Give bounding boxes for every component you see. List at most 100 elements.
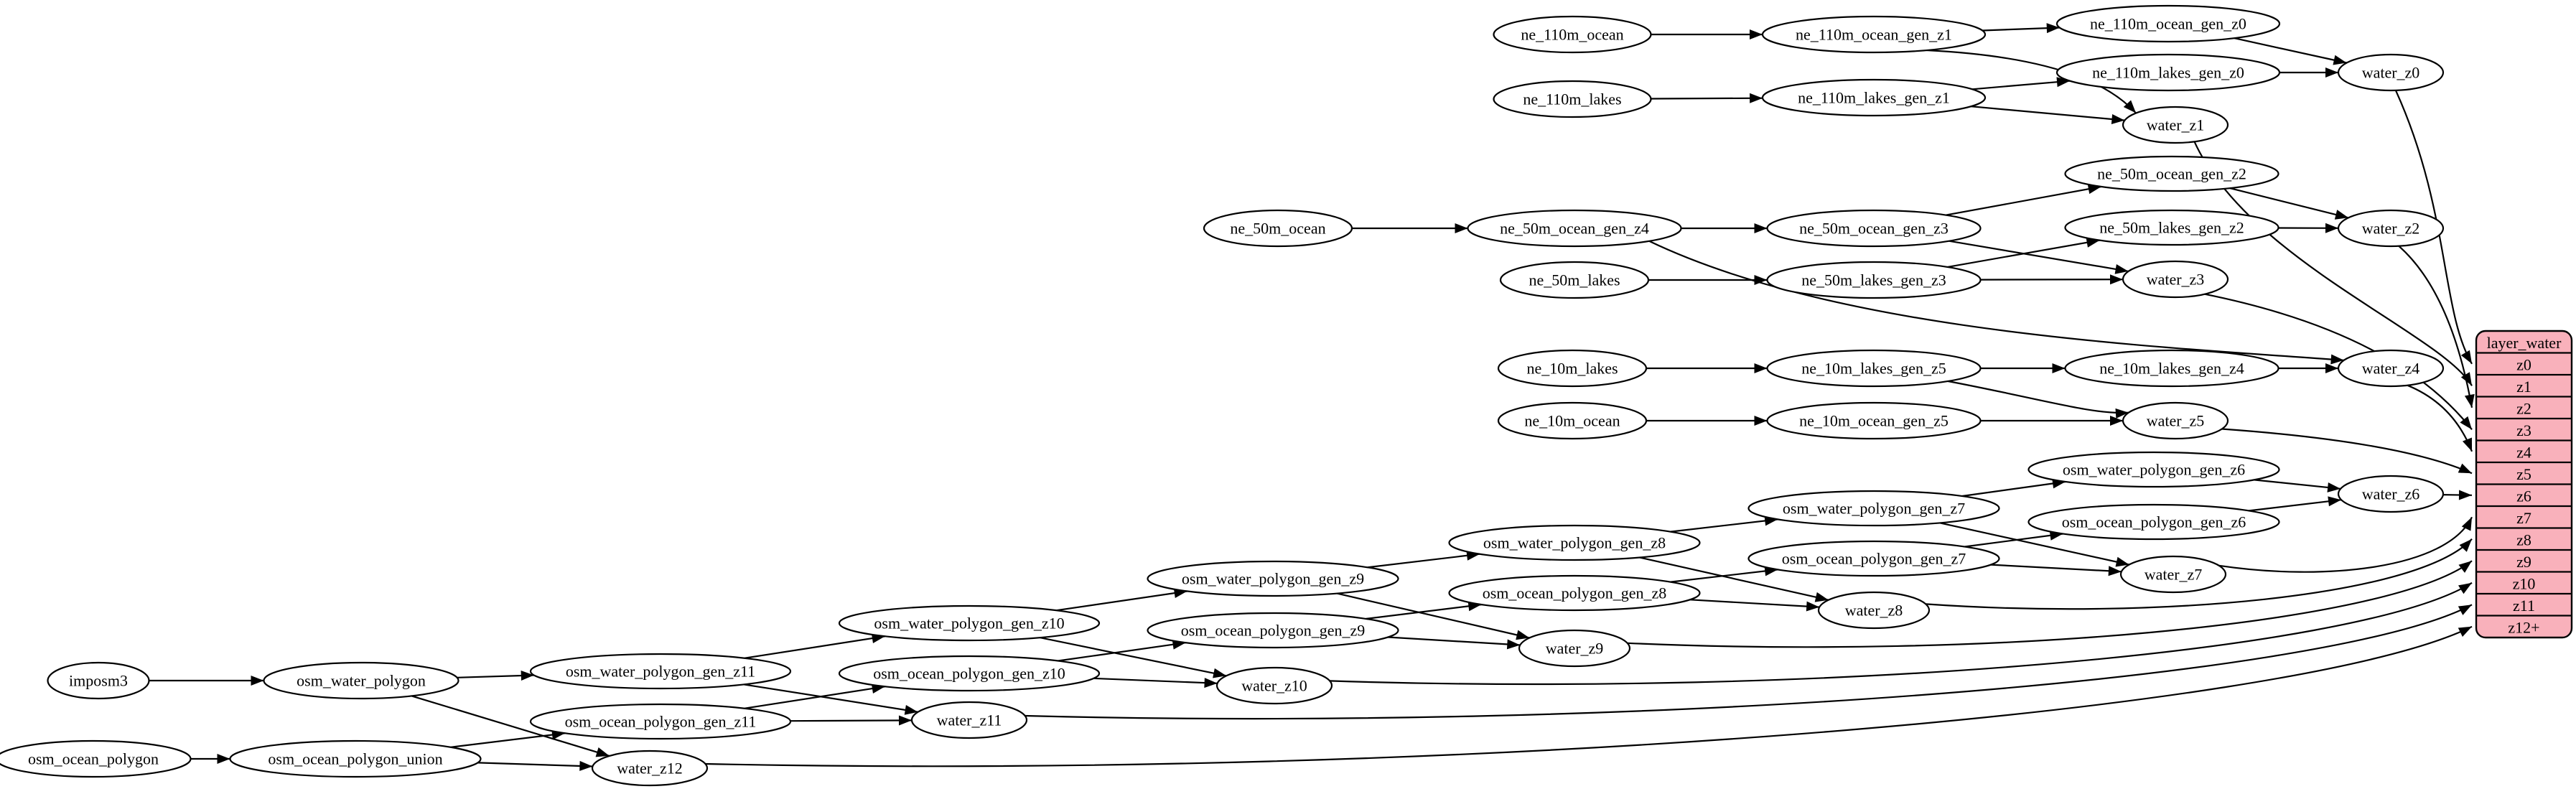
ne_10m_lakes_gen_z4-ellipse (2064, 349, 2279, 388)
node-ne_110m_lakes: ne_110m_lakes (1493, 80, 1652, 118)
ne_110m_ocean_gen_z1-label: ne_110m_ocean_gen_z1 (1796, 26, 1952, 44)
osm_water_polygon_gen_z7-ellipse (1747, 490, 2000, 527)
osm_ocean_polygon_union-ellipse (229, 739, 482, 778)
edge-osm_water_polygon-to-osm_water_polygon_gen_z11 (457, 671, 534, 681)
edge-ne_50m_lakes_gen_z3-to-ne_50m_lakes_gen_z2 (1947, 237, 2100, 268)
edge-osm_water_polygon_gen_z9-to-water_z9 (1337, 592, 1530, 640)
osm_water_polygon_gen_z9-ellipse (1147, 560, 1399, 597)
water_z12-label: water_z12 (617, 760, 683, 778)
ne_50m_lakes_gen_z2-ellipse (2064, 209, 2279, 246)
ne_50m_lakes-ellipse (1499, 261, 1650, 299)
layer-water-header: layer_water (2487, 334, 2562, 352)
water_z6-ellipse (2337, 475, 2445, 513)
node-osm_water_polygon_gen_z6: osm_water_polygon_gen_z6 (2027, 451, 2280, 488)
edge-layer (149, 23, 2475, 771)
layer-water-row-z10: z10 (2513, 574, 2536, 592)
edge-osm_ocean_polygon_gen_z11-to-water_z11 (790, 715, 913, 726)
node-ne_110m_ocean_gen_z0: ne_110m_ocean_gen_z0 (2055, 4, 2281, 43)
water_z9-ellipse (1518, 629, 1631, 668)
edge-osm_water_polygon_gen_z7-to-water_z7 (1940, 522, 2129, 567)
layer-water-row-z5: z5 (2516, 465, 2531, 483)
node-ne_50m_ocean_gen_z3: ne_50m_ocean_gen_z3 (1766, 209, 1982, 248)
node-water_z6: water_z6 (2337, 475, 2445, 513)
node-osm_water_polygon_gen_z10: osm_water_polygon_gen_z10 (838, 604, 1101, 642)
imposm3-label: imposm3 (69, 672, 128, 690)
layer-water-row-z4: z4 (2516, 443, 2531, 461)
node-osm_ocean_polygon_union: osm_ocean_polygon_union (229, 739, 482, 778)
node-water_z2: water_z2 (2337, 209, 2445, 248)
edge-osm_water_polygon_gen_z9-to-osm_water_polygon_gen_z8 (1367, 550, 1480, 569)
edge-osm_water_polygon_gen_z8-to-water_z8 (1639, 556, 1829, 602)
ne_110m_ocean_gen_z0-ellipse (2055, 4, 2281, 43)
edge-water_z8-to-row-z8 (1926, 538, 2473, 610)
ne_50m_ocean_gen_z2-ellipse (2064, 155, 2279, 192)
water_z1-label: water_z1 (2147, 116, 2205, 134)
ne_110m_lakes_gen_z1-label: ne_110m_lakes_gen_z1 (1798, 89, 1950, 107)
osm_ocean_polygon_gen_z9-ellipse (1147, 612, 1399, 649)
node-ne_50m_lakes: ne_50m_lakes (1499, 261, 1650, 299)
layer-water-row-z0: z0 (2516, 355, 2531, 373)
osm_ocean_polygon_union-label: osm_ocean_polygon_union (268, 750, 442, 768)
ne_10m_lakes-label: ne_10m_lakes (1526, 360, 1618, 378)
osm_ocean_polygon_gen_z7-ellipse (1747, 540, 2000, 577)
water_z6-label: water_z6 (2362, 485, 2420, 503)
edge-osm_ocean_polygon_gen_z8-to-osm_ocean_polygon_gen_z7 (1670, 566, 1778, 583)
water_z11-ellipse (910, 701, 1028, 739)
ne_50m_lakes_gen_z2-label: ne_50m_lakes_gen_z2 (2099, 219, 2244, 237)
edge-osm_water_polygon_gen_z10-to-water_z10 (1040, 637, 1227, 678)
ne_110m_lakes_gen_z0-ellipse (2055, 53, 2281, 92)
edge-ne_10m_lakes_gen_z5-to-water_z5 (1948, 380, 2129, 419)
osm_ocean_polygon_gen_z9-label: osm_ocean_polygon_gen_z9 (1181, 622, 1366, 640)
node-ne_10m_lakes_gen_z5: ne_10m_lakes_gen_z5 (1766, 349, 1982, 388)
layer-water-row-z9: z9 (2516, 553, 2531, 571)
edge-osm_water_polygon_gen_z10-to-osm_water_polygon_gen_z9 (1056, 588, 1187, 612)
edge-osm_water_polygon-to-water_z12 (411, 695, 610, 757)
node-osm_ocean_polygon_gen_z6: osm_ocean_polygon_gen_z6 (2027, 503, 2280, 541)
ne_50m_ocean-label: ne_50m_ocean (1230, 220, 1325, 238)
ne_50m_ocean_gen_z3-ellipse (1766, 209, 1982, 248)
edge-osm_ocean_polygon_gen_z9-to-osm_ocean_polygon_gen_z8 (1366, 601, 1482, 620)
ne_50m_lakes_gen_z3-label: ne_50m_lakes_gen_z3 (1801, 271, 1946, 289)
edge-osm_ocean_polygon_gen_z9-to-water_z9 (1388, 636, 1521, 650)
ne_10m_ocean-ellipse (1497, 401, 1648, 440)
node-ne_110m_ocean_gen_z1: ne_110m_ocean_gen_z1 (1761, 15, 1987, 54)
edge-osm_ocean_polygon_gen_z7-to-osm_ocean_polygon_gen_z6 (1964, 530, 2063, 548)
node-osm_ocean_polygon_gen_z10: osm_ocean_polygon_gen_z10 (838, 655, 1101, 692)
layer-water-row-z11: z11 (2513, 597, 2535, 615)
edge-osm_water_polygon_gen_z7-to-osm_water_polygon_gen_z6 (1961, 478, 2066, 498)
water_z4-label: water_z4 (2362, 360, 2420, 378)
edge-osm_ocean_polygon_union-to-water_z12 (477, 760, 593, 771)
edge-water_z2-to-row-z2 (2398, 245, 2475, 408)
osm_ocean_polygon_gen_z11-label: osm_ocean_polygon_gen_z11 (565, 713, 757, 731)
edge-osm_water_polygon_gen_z8-to-osm_water_polygon_gen_z7 (1670, 515, 1778, 533)
ne_10m_lakes_gen_z4-label: ne_10m_lakes_gen_z4 (2099, 360, 2244, 378)
node-ne_10m_ocean_gen_z5: ne_10m_ocean_gen_z5 (1766, 401, 1982, 440)
node-osm_ocean_polygon_gen_z7: osm_ocean_polygon_gen_z7 (1747, 540, 2000, 577)
ne_110m_ocean-ellipse (1493, 15, 1652, 54)
ne_110m_lakes_gen_z0-label: ne_110m_lakes_gen_z0 (2092, 64, 2244, 82)
node-ne_110m_ocean: ne_110m_ocean (1493, 15, 1652, 54)
node-ne_10m_ocean: ne_10m_ocean (1497, 401, 1648, 440)
node-imposm3: imposm3 (47, 661, 150, 700)
osm_water_polygon_gen_z9-label: osm_water_polygon_gen_z9 (1182, 570, 1364, 588)
water_z0-label: water_z0 (2362, 64, 2420, 82)
node-osm_water_polygon_gen_z8: osm_water_polygon_gen_z8 (1448, 524, 1701, 561)
ne_10m_ocean_gen_z5-label: ne_10m_ocean_gen_z5 (1799, 412, 1949, 430)
water_z5-label: water_z5 (2147, 412, 2205, 430)
water_z2-ellipse (2337, 209, 2445, 248)
osm_ocean_polygon-ellipse (0, 739, 192, 778)
layer-water-row-z1: z1 (2516, 378, 2531, 396)
edge-osm_ocean_polygon_gen_z8-to-water_z8 (1689, 599, 1820, 612)
layer-water-row-z3: z3 (2516, 421, 2531, 439)
ne_50m_lakes-label: ne_50m_lakes (1529, 271, 1620, 289)
water_z3-label: water_z3 (2147, 271, 2205, 289)
edge-ne_50m_ocean_gen_z3-to-ne_50m_ocean_gen_z2 (1946, 184, 2101, 216)
edge-osm_ocean_polygon_gen_z11-to-osm_ocean_polygon_gen_z10 (745, 683, 885, 709)
layer-water-row-z7: z7 (2516, 509, 2531, 527)
osm_water_polygon_gen_z6-ellipse (2027, 451, 2280, 488)
node-ne_10m_lakes_gen_z4: ne_10m_lakes_gen_z4 (2064, 349, 2279, 388)
ne_50m_lakes_gen_z3-ellipse (1766, 261, 1982, 299)
layer-water-row-z8: z8 (2516, 531, 2531, 548)
node-ne_50m_ocean_gen_z4: ne_50m_ocean_gen_z4 (1467, 209, 1682, 248)
ne_10m_lakes-ellipse (1497, 349, 1648, 388)
